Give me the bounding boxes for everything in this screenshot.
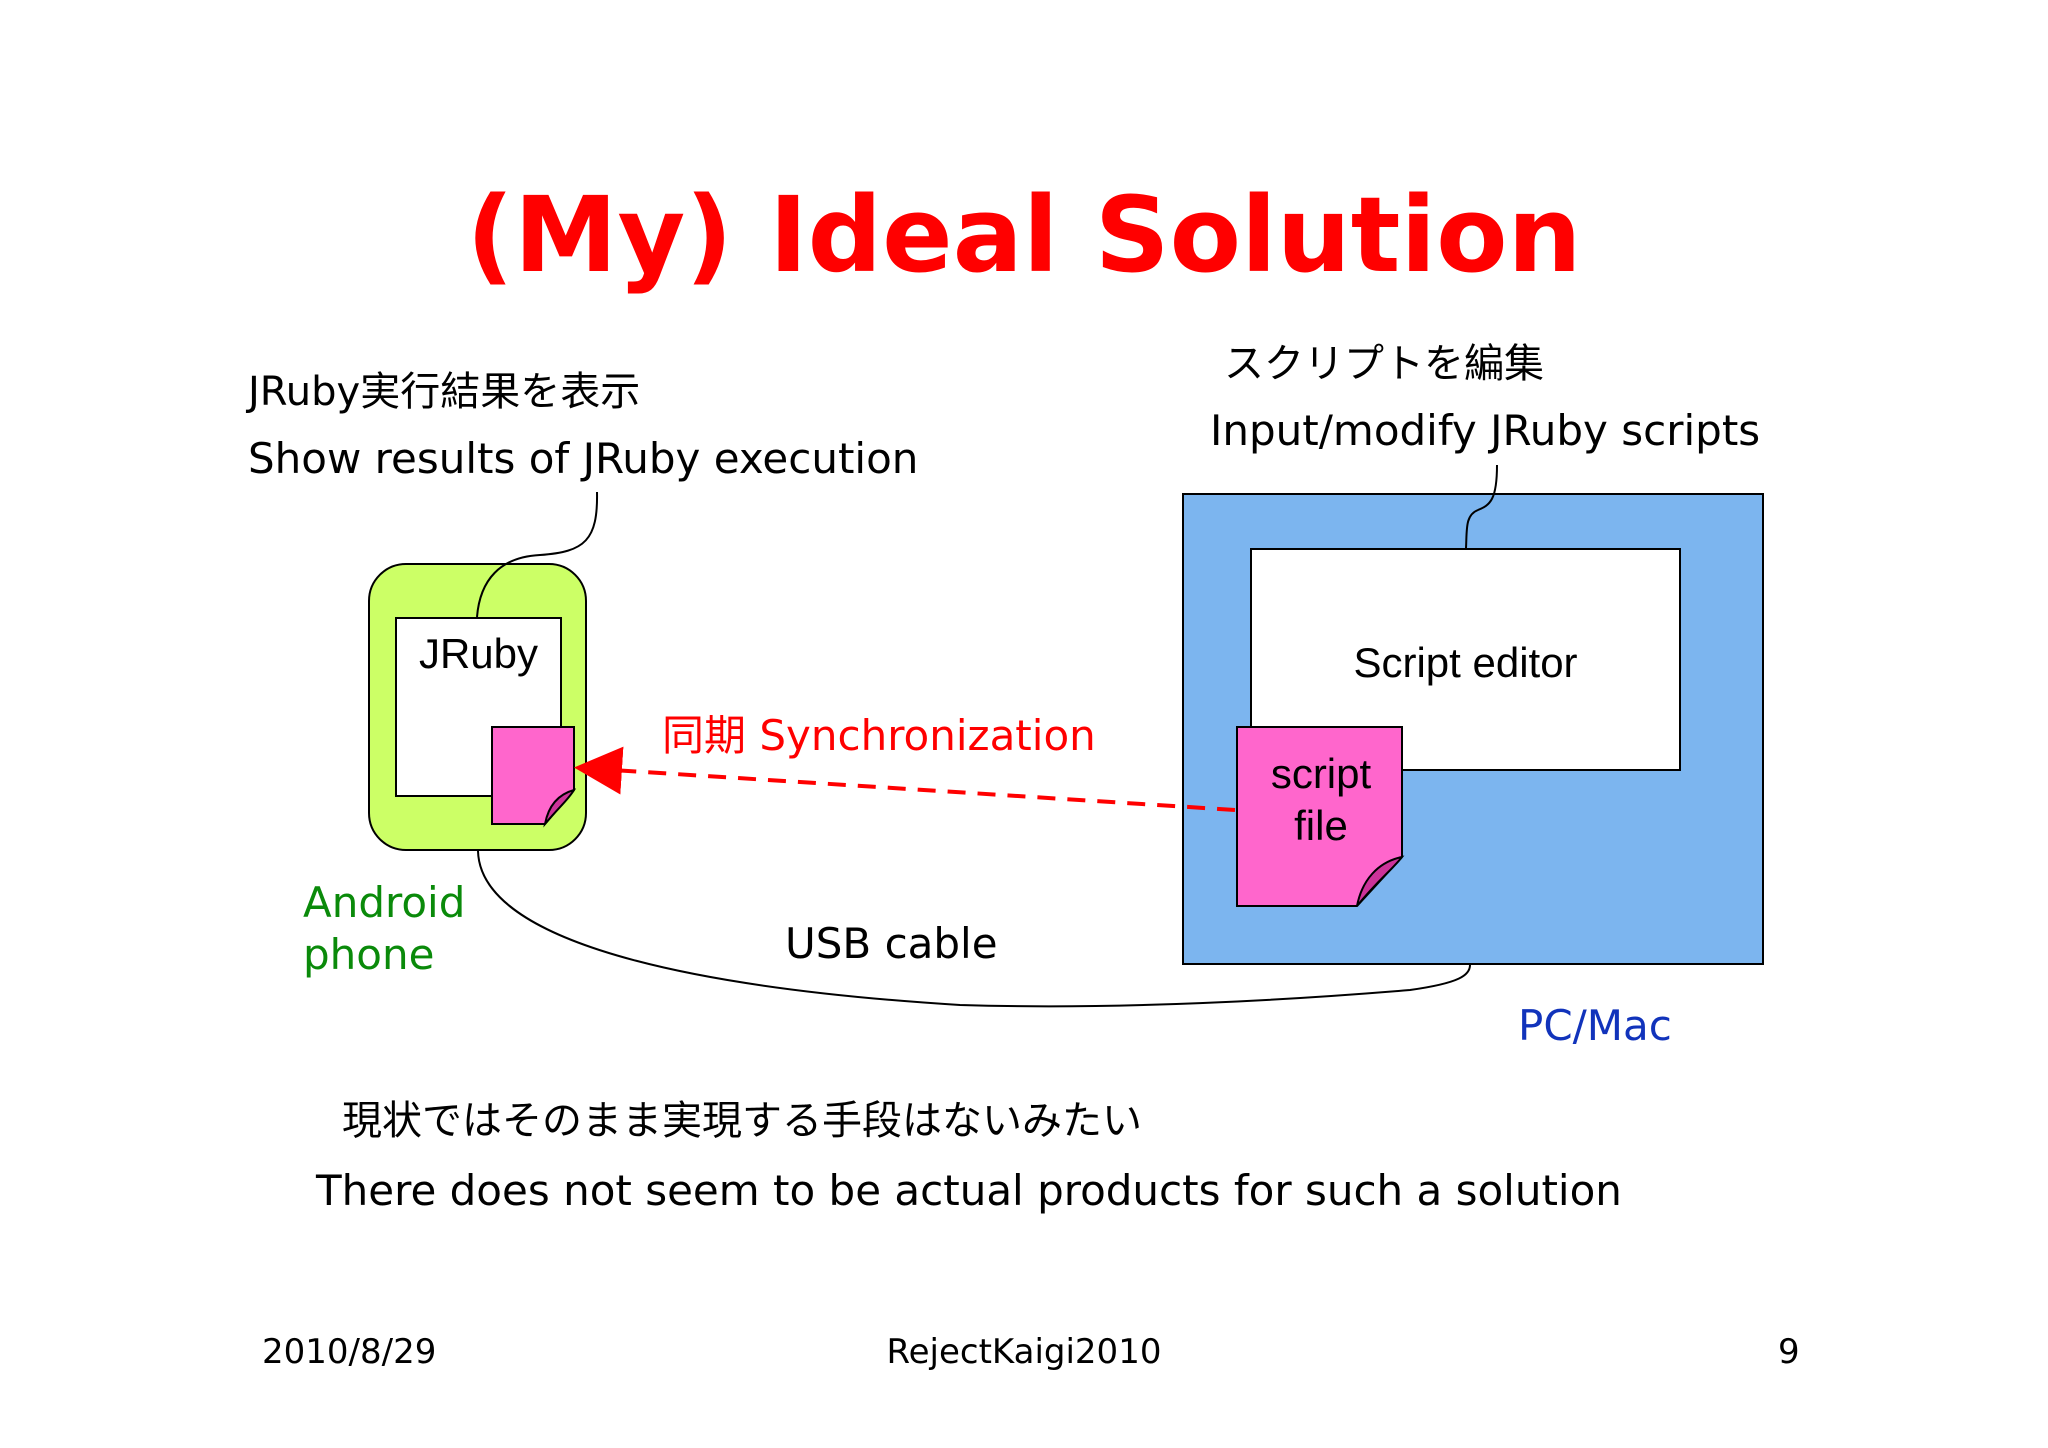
pc-callout-line (1465, 464, 1498, 549)
conclusion-jp: 現状ではそのまま実現する手段はないみたい (342, 1098, 1142, 1144)
conclusion-en: There does not seem to be actual product… (316, 1166, 1622, 1215)
android-phone-label-line2: phone (303, 930, 435, 979)
pc-mac-label: PC/Mac (1518, 1001, 1672, 1050)
sync-arrow (574, 746, 1236, 812)
phone-screen (395, 617, 562, 797)
usb-cable-line (477, 850, 1471, 1008)
script-file-label-line2: file (1294, 802, 1348, 849)
script-file-label-line1: script (1270, 750, 1372, 797)
sync-label: 同期 Synchronization (662, 711, 1096, 760)
usb-cable-label: USB cable (785, 919, 998, 968)
android-phone-label-line1: Android (303, 878, 466, 927)
script-editor-label: Script editor (1353, 639, 1578, 686)
phone-caption-jp: JRuby実行結果を表示 (248, 369, 641, 415)
pc-caption-en: Input/modify JRuby scripts (1210, 406, 1761, 455)
phone-callout-line (476, 491, 599, 618)
phone-screen-label: JRuby (418, 630, 539, 677)
phone-script-document-icon (491, 726, 577, 828)
phone-caption-en: Show results of JRuby execution (248, 434, 919, 483)
pc-script-file-icon (1236, 726, 1405, 907)
script-file-label: script file (1237, 748, 1405, 852)
pc-caption-jp: スクリプトを編集 (1224, 341, 1544, 387)
slide-title: (My) Ideal Solution (466, 174, 1582, 296)
footer-date: 2010/8/29 (262, 1332, 437, 1372)
footer-page-number: 9 (1778, 1332, 1800, 1372)
footer-event: RejectKaigi2010 (886, 1332, 1162, 1372)
